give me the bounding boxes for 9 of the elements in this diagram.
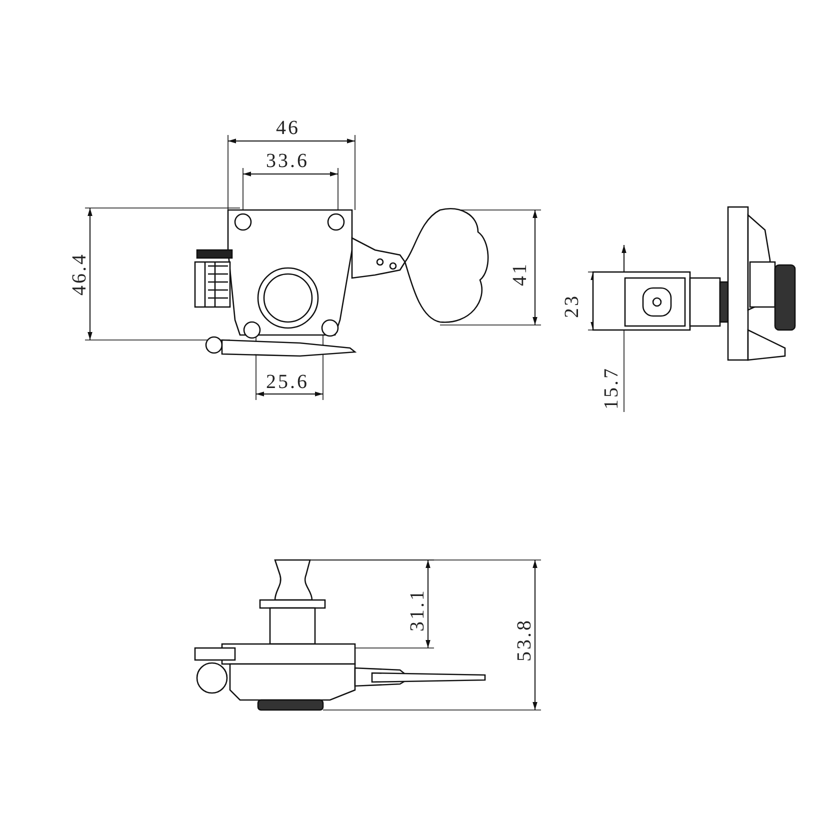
dimension-label: 31.1	[408, 588, 428, 632]
dimension-label: 41	[510, 262, 530, 286]
dimension-label: 15.7	[602, 366, 622, 410]
dimension-label: 46	[276, 118, 300, 138]
dimension-label: 23	[562, 294, 582, 318]
dimension-label: 53.8	[514, 618, 534, 662]
dimension-label: 25.6	[266, 372, 309, 392]
dimension-label: 46.4	[70, 252, 90, 296]
dimension-label: 33.6	[266, 151, 309, 171]
